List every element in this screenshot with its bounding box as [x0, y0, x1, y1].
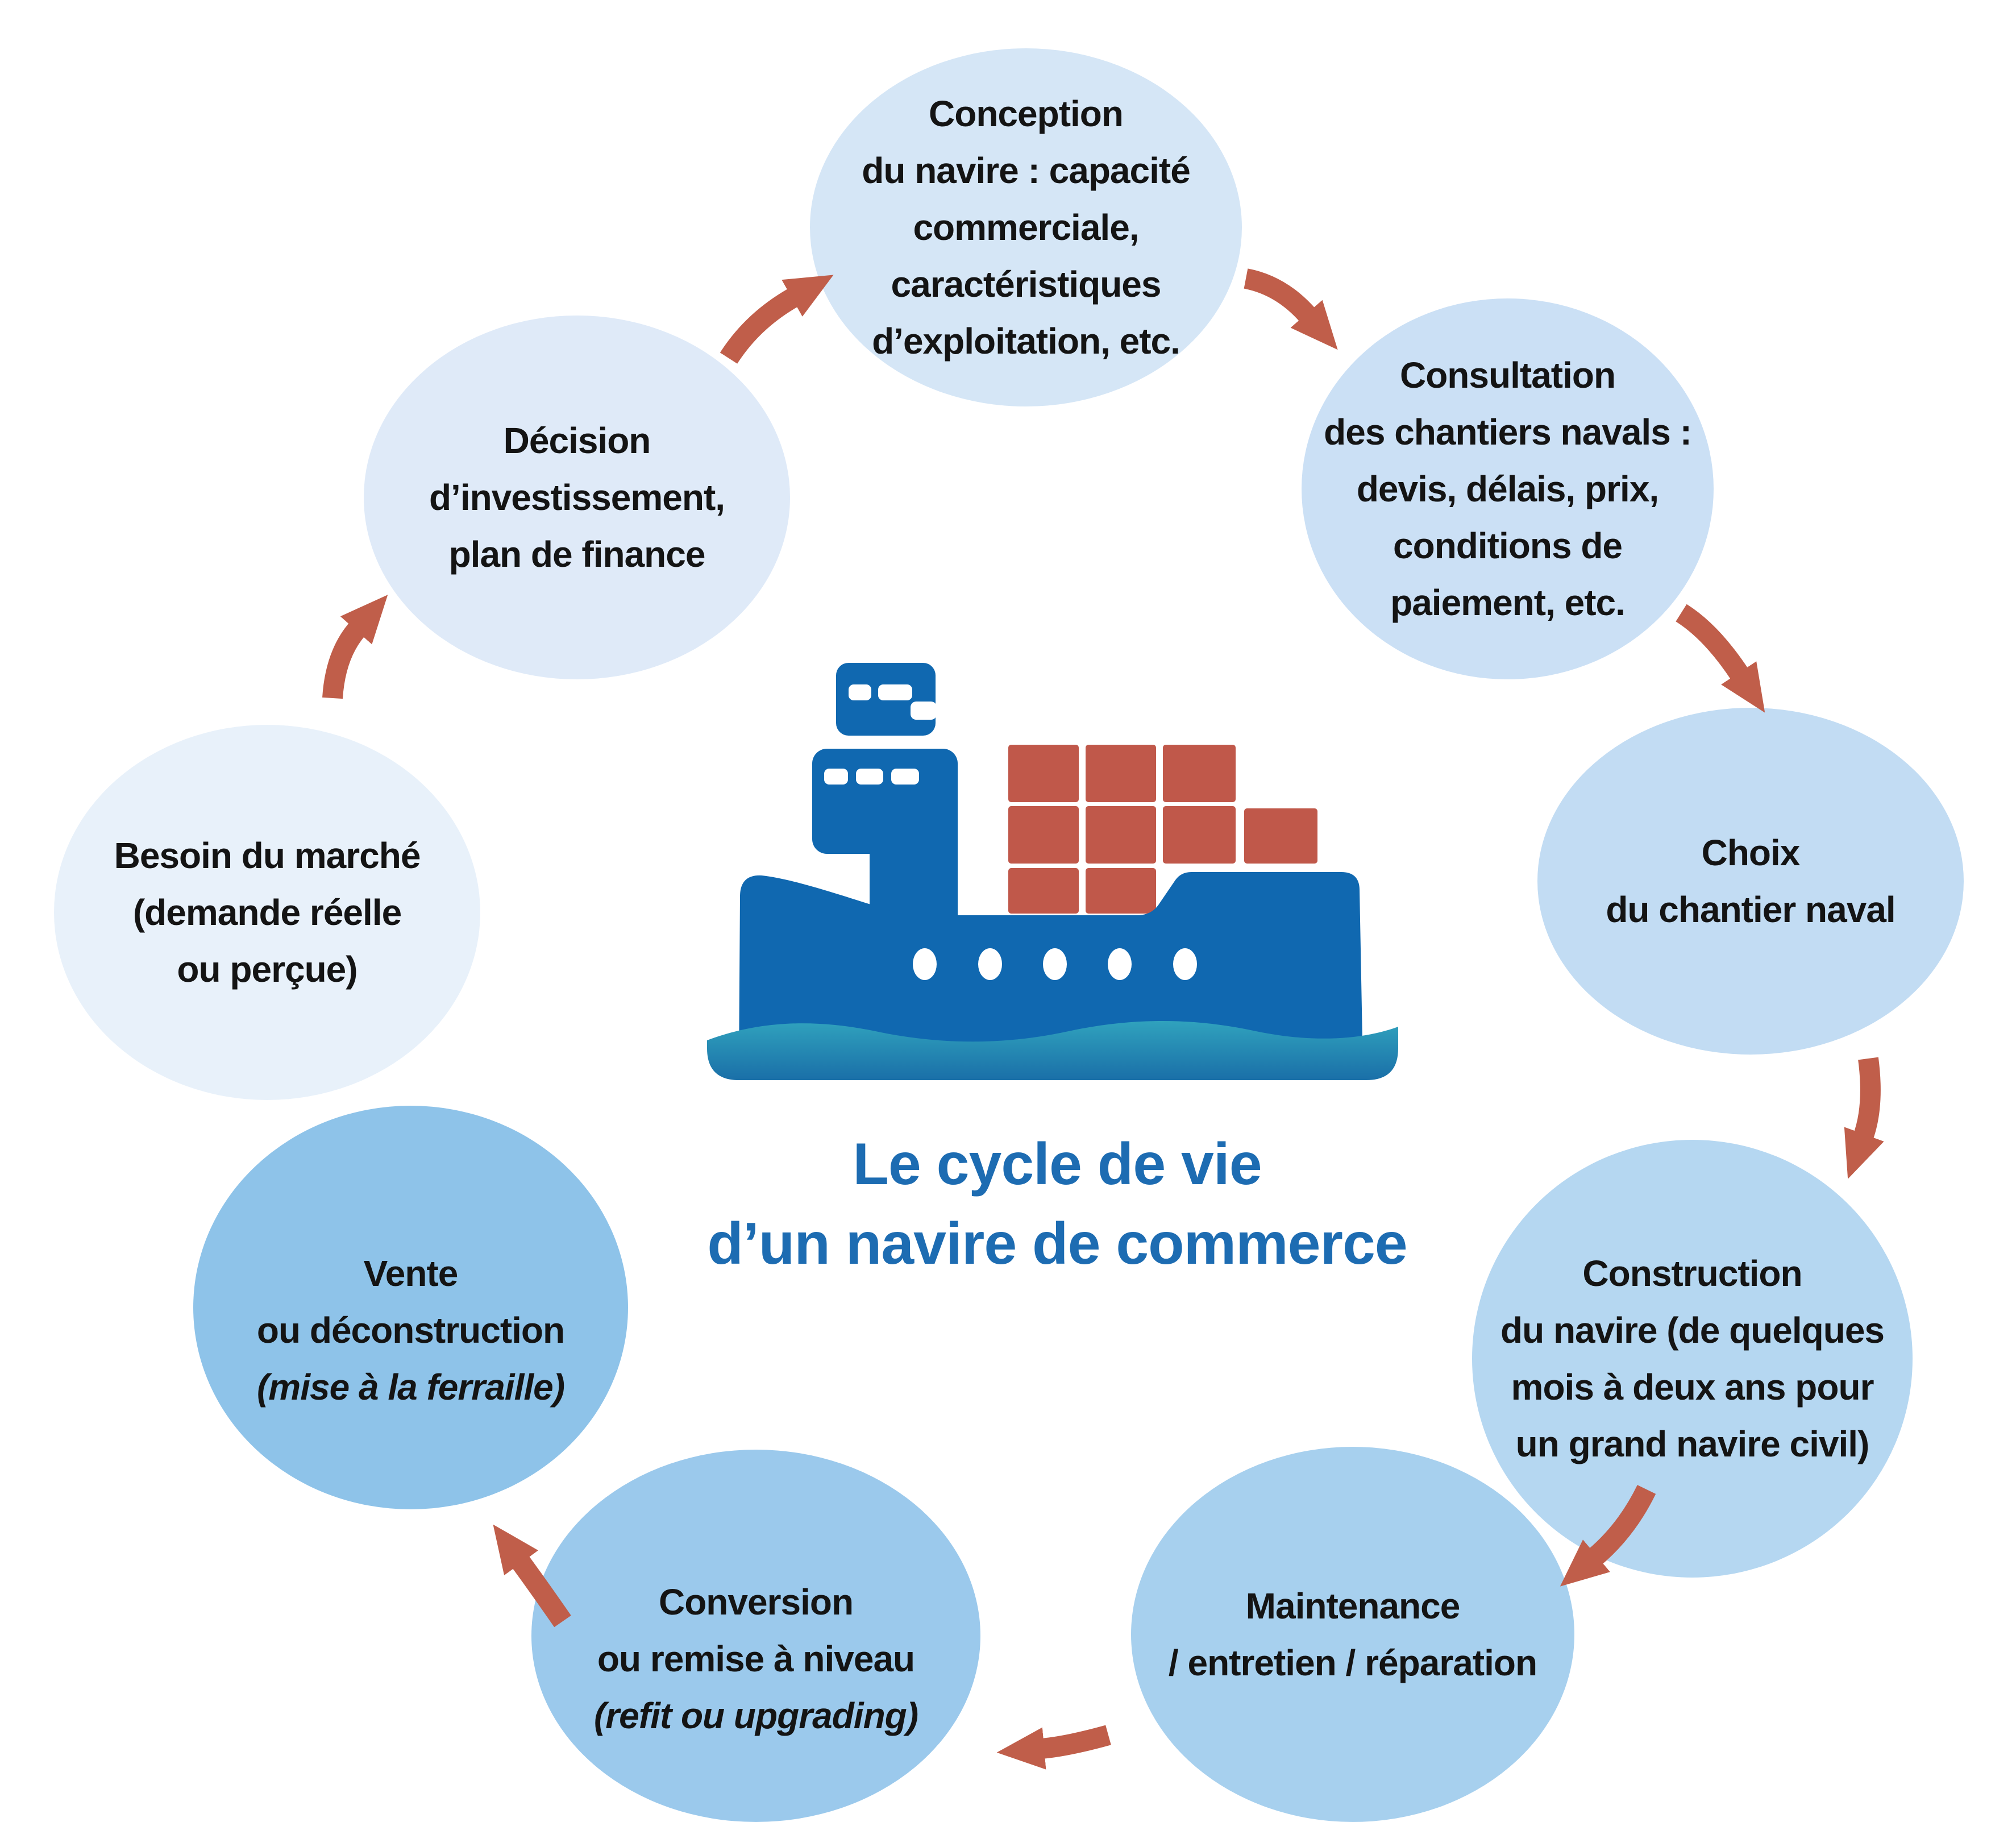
stage-besoin-du-marche: Besoin du marché (demande réelle ou perç…: [54, 725, 480, 1100]
stage-vente-label: Vente ou déconstruction: [256, 1253, 565, 1351]
stage-decision-investissement: Décision d’investissement, plan de finan…: [364, 316, 790, 679]
stage-maintenance-label: Maintenance / entretien / réparation: [1168, 1586, 1537, 1683]
diagram-title: Le cycle de vie d’un navire de commerce: [707, 1131, 1407, 1277]
stage-consultation-chantiers: Consultation des chantiers navals : devi…: [1302, 298, 1714, 679]
arrow-decision-to-conception: [720, 275, 834, 364]
stage-conversion: Conversion ou remise à niveau (refit ou …: [531, 1450, 980, 1822]
arrow-maintenance-to-conversion: [996, 1725, 1111, 1770]
stage-vente-sublabel: (mise à la ferraille): [256, 1367, 565, 1408]
stage-conversion-label: Conversion ou remise à niveau: [597, 1581, 915, 1679]
stage-maintenance: Maintenance / entretien / réparation: [1131, 1447, 1574, 1822]
stage-vente-deconstruction: Vente ou déconstruction (mise à la ferra…: [193, 1106, 628, 1509]
stage-choix-chantier: Choix du chantier naval: [1537, 708, 1964, 1055]
stage-consultation-label: Consultation des chantiers navals : devi…: [1324, 355, 1692, 623]
stage-conversion-sublabel: (refit ou upgrading): [593, 1695, 918, 1736]
arrow-conception-to-consultation: [1244, 268, 1338, 350]
arrow-choix-to-construction: [1844, 1057, 1884, 1179]
stage-conception-navire: Conception du navire : capacité commerci…: [810, 48, 1242, 406]
porthole-icons: [913, 948, 1197, 980]
stage-construction-navire: Construction du navire (de quelques mois…: [1472, 1140, 1913, 1578]
stage-decision-label: Décision d’investissement, plan de finan…: [429, 420, 725, 575]
ship-bridge-icon: [812, 663, 958, 915]
stage-conception-label: Conception du navire : capacité commerci…: [862, 93, 1191, 362]
bridge-windows-icon: [824, 684, 937, 785]
stage-choix-label: Choix du chantier naval: [1606, 832, 1896, 930]
cargo-ship-illustration: [707, 663, 1398, 1080]
water-icon: [707, 1021, 1398, 1080]
container-stack-icon: [1008, 745, 1317, 914]
stage-besoin-label: Besoin du marché (demande réelle ou perç…: [114, 835, 421, 990]
arrow-besoin-to-decision: [322, 595, 388, 699]
stage-construction-label: Construction du navire (de quelques mois…: [1500, 1253, 1885, 1464]
